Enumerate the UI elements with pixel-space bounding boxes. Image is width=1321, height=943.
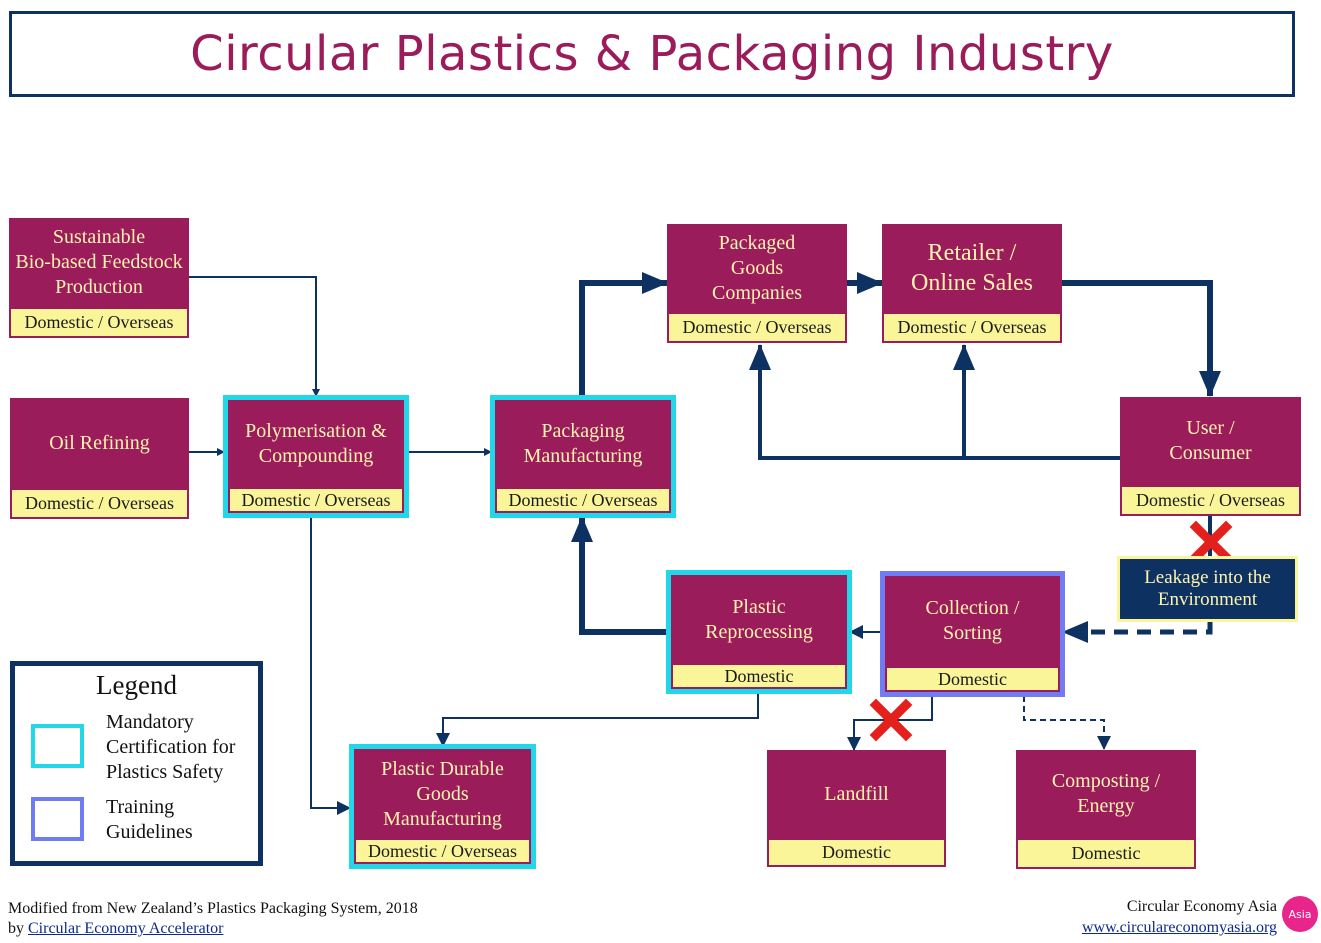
node-composting-energy: Composting / Energy Domestic (1016, 750, 1196, 869)
arrow-poly-to-durable (310, 517, 351, 815)
node-label: Landfill (767, 750, 946, 838)
node-collection-sorting: Collection / Sorting Domestic (880, 571, 1065, 697)
node-footer: Domestic / Overseas (667, 312, 847, 343)
arrow-leak-to-collection (1062, 621, 1213, 643)
arrow-collection-to-compost (1023, 696, 1111, 750)
page-title: Circular Plastics & Packaging Industry (190, 26, 1114, 82)
node-footer: Domestic (767, 838, 946, 867)
author-prefix: by (8, 920, 28, 937)
node-footer: Domestic / Overseas (10, 488, 189, 519)
node-label: Sustainable Bio-based Feedstock Producti… (9, 218, 189, 307)
blocked-cross-icon (1189, 520, 1233, 564)
arrow-bio-to-poly (188, 276, 320, 397)
source-credit: Modified from New Zealand’s Plastics Pac… (8, 900, 418, 917)
node-footer: Domestic / Overseas (354, 838, 531, 864)
node-footer: Domestic (1016, 838, 1196, 869)
node-footer: Domestic / Overseas (882, 312, 1062, 343)
node-label: Plastic Reprocessing (671, 575, 847, 664)
arrow-user-to-goods (749, 344, 1121, 460)
legend-swatch-mandatory (31, 724, 84, 768)
org-website-link[interactable]: www.circulareconomyasia.org (1081, 919, 1277, 936)
node-label: Composting / Energy (1016, 750, 1196, 838)
node-footer: Domestic / Overseas (495, 487, 671, 513)
node-label: Collection / Sorting (885, 576, 1060, 666)
node-leakage: Leakage into the Environment (1117, 556, 1298, 622)
legend-title: Legend (96, 670, 177, 700)
node-label: Polymerisation & Compounding (228, 400, 404, 488)
arrow-reprocessing-to-packaging (571, 516, 668, 635)
node-polymerisation: Polymerisation & Compounding Domestic / … (223, 395, 409, 518)
legend-swatch-training (31, 797, 84, 841)
title-box: Circular Plastics & Packaging Industry (9, 11, 1295, 97)
node-landfill: Landfill Domestic (767, 750, 946, 867)
node-label: User / Consumer (1120, 397, 1301, 485)
node-user-consumer: User / Consumer Domestic / Overseas (1120, 397, 1301, 516)
node-footer: Domestic / Overseas (9, 307, 189, 338)
node-retailer: Retailer / Online Sales Domestic / Overs… (882, 224, 1062, 343)
arrow-reprocessing-to-durable (436, 693, 759, 747)
legend-label-mandatory: Mandatory Certification for Plastics Saf… (106, 711, 236, 783)
author-credit: by Circular Economy Accelerator (8, 920, 223, 938)
org-logo-icon: Asia (1282, 896, 1318, 932)
node-packaging-manufacturing: Packaging Manufacturing Domestic / Overs… (490, 395, 676, 518)
legend: Legend Mandatory Certification for Plast… (10, 661, 263, 866)
node-footer: Domestic / Overseas (1120, 485, 1301, 516)
legend-label-training: Training Guidelines (106, 796, 193, 843)
blocked-cross-icon (869, 698, 913, 742)
arrow-retail-to-user (1062, 280, 1221, 397)
node-footer: Domestic (671, 663, 847, 689)
node-footer: Domestic / Overseas (228, 487, 404, 513)
node-footer: Domestic (885, 666, 1060, 692)
org-name: Circular Economy Asia (1126, 898, 1277, 915)
node-label: Retailer / Online Sales (882, 224, 1062, 312)
node-label: Packaged Goods Companies (667, 224, 847, 312)
node-plastic-reprocessing: Plastic Reprocessing Domestic (666, 570, 852, 694)
node-label: Oil Refining (10, 398, 189, 488)
node-packaged-goods: Packaged Goods Companies Domestic / Over… (667, 224, 847, 343)
node-durable-goods: Plastic Durable Goods Manufacturing Dome… (349, 744, 536, 869)
author-link[interactable]: Circular Economy Accelerator (28, 920, 224, 937)
node-bio-feedstock: Sustainable Bio-based Feedstock Producti… (9, 218, 189, 338)
node-oil-refining: Oil Refining Domestic / Overseas (10, 398, 189, 519)
node-label: Plastic Durable Goods Manufacturing (354, 749, 531, 839)
arrow-pack-to-goods (579, 272, 668, 396)
node-label: Packaging Manufacturing (495, 400, 671, 488)
